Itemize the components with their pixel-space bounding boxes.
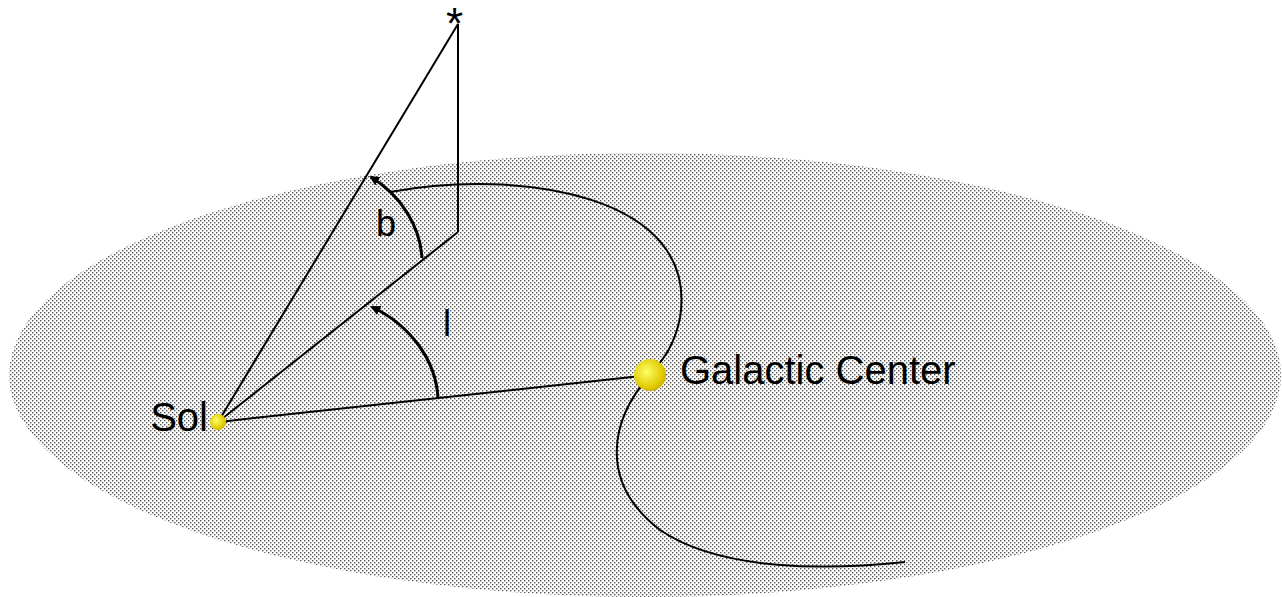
- galactic-disk: [9, 153, 1281, 597]
- longitude-label: l: [443, 306, 451, 342]
- latitude-arc: [371, 177, 422, 258]
- latitude-label: b: [376, 206, 396, 242]
- longitude-arc: [372, 307, 438, 398]
- node-label: Sol: [150, 397, 208, 437]
- star-dot: Galactic Center: [634, 359, 666, 391]
- projection-line: [218, 232, 458, 422]
- sight-line: [218, 24, 458, 422]
- height-line: [457, 24, 459, 232]
- node-label: Galactic Center: [680, 350, 956, 390]
- connector-line: [226, 377, 634, 421]
- star-symbol: *: [446, 2, 463, 46]
- star-dot: Sol: [210, 414, 226, 430]
